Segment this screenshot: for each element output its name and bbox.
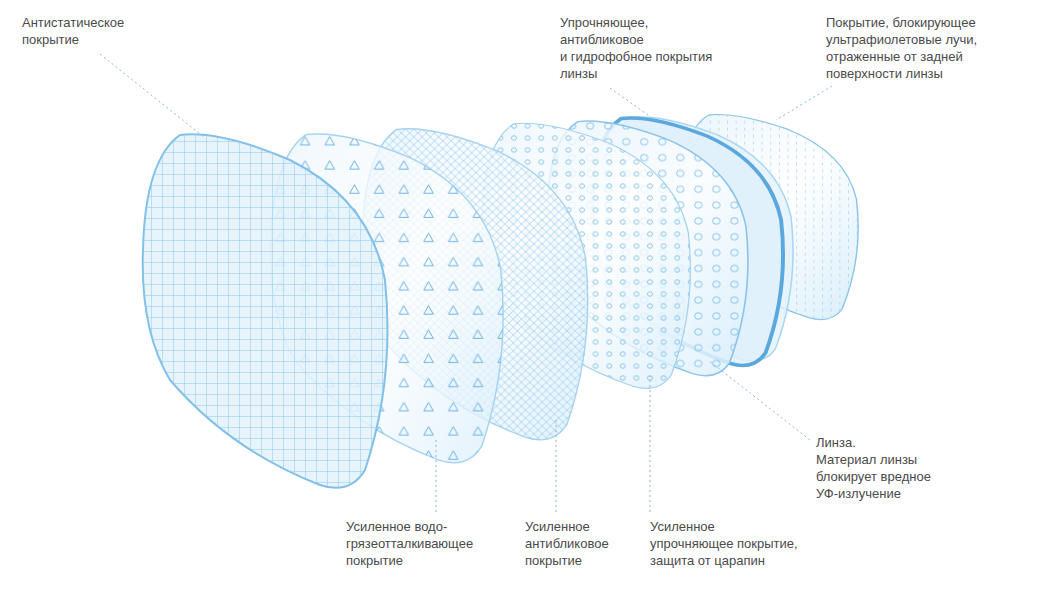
label-line: антибликовое bbox=[560, 31, 712, 48]
label-line: антибликовое bbox=[525, 535, 609, 552]
label-line: покрытие bbox=[22, 31, 124, 48]
callout-label: Усиленное упрочняющее покрытие, защита о… bbox=[650, 518, 798, 569]
label-line: Линза. bbox=[816, 434, 931, 451]
label-line: Усиленное водо- bbox=[346, 518, 473, 535]
label-line: и гидрофобное покрытия bbox=[560, 48, 712, 65]
label-line: Упрочняющее, bbox=[560, 14, 712, 31]
label-line: Усиленное bbox=[525, 518, 609, 535]
label-line: защита от царапин bbox=[650, 552, 798, 569]
callout-label: Усиленное водо- грязеотталкивающее покры… bbox=[346, 518, 473, 569]
label-line: Материал линзы bbox=[816, 451, 931, 468]
callout-label: Упрочняющее, антибликовое и гидрофобное … bbox=[560, 14, 712, 82]
callout-label: Линза. Материал линзы блокирует вредное … bbox=[816, 434, 931, 502]
label-line: упрочняющее покрытие, bbox=[650, 535, 798, 552]
callout-label: Антистатическое покрытие bbox=[22, 14, 124, 48]
label-line: блокирует вредное bbox=[816, 468, 931, 485]
label-line: линзы bbox=[560, 65, 712, 82]
label-line: УФ-излучение bbox=[816, 485, 931, 502]
label-line: покрытие bbox=[346, 552, 473, 569]
callout-label: Покрытие, блокирующее ультрафиолетовые л… bbox=[826, 14, 977, 82]
callout-label: Усиленное антибликовое покрытие bbox=[525, 518, 609, 569]
label-line: Усиленное bbox=[650, 518, 798, 535]
label-line: отраженные от задней bbox=[826, 48, 977, 65]
label-line: грязеотталкивающее bbox=[346, 535, 473, 552]
label-line: ультрафиолетовые лучи, bbox=[826, 31, 977, 48]
label-line: покрытие bbox=[525, 552, 609, 569]
label-line: Покрытие, блокирующее bbox=[826, 14, 977, 31]
label-line: поверхности линзы bbox=[826, 65, 977, 82]
label-line: Антистатическое bbox=[22, 14, 124, 31]
